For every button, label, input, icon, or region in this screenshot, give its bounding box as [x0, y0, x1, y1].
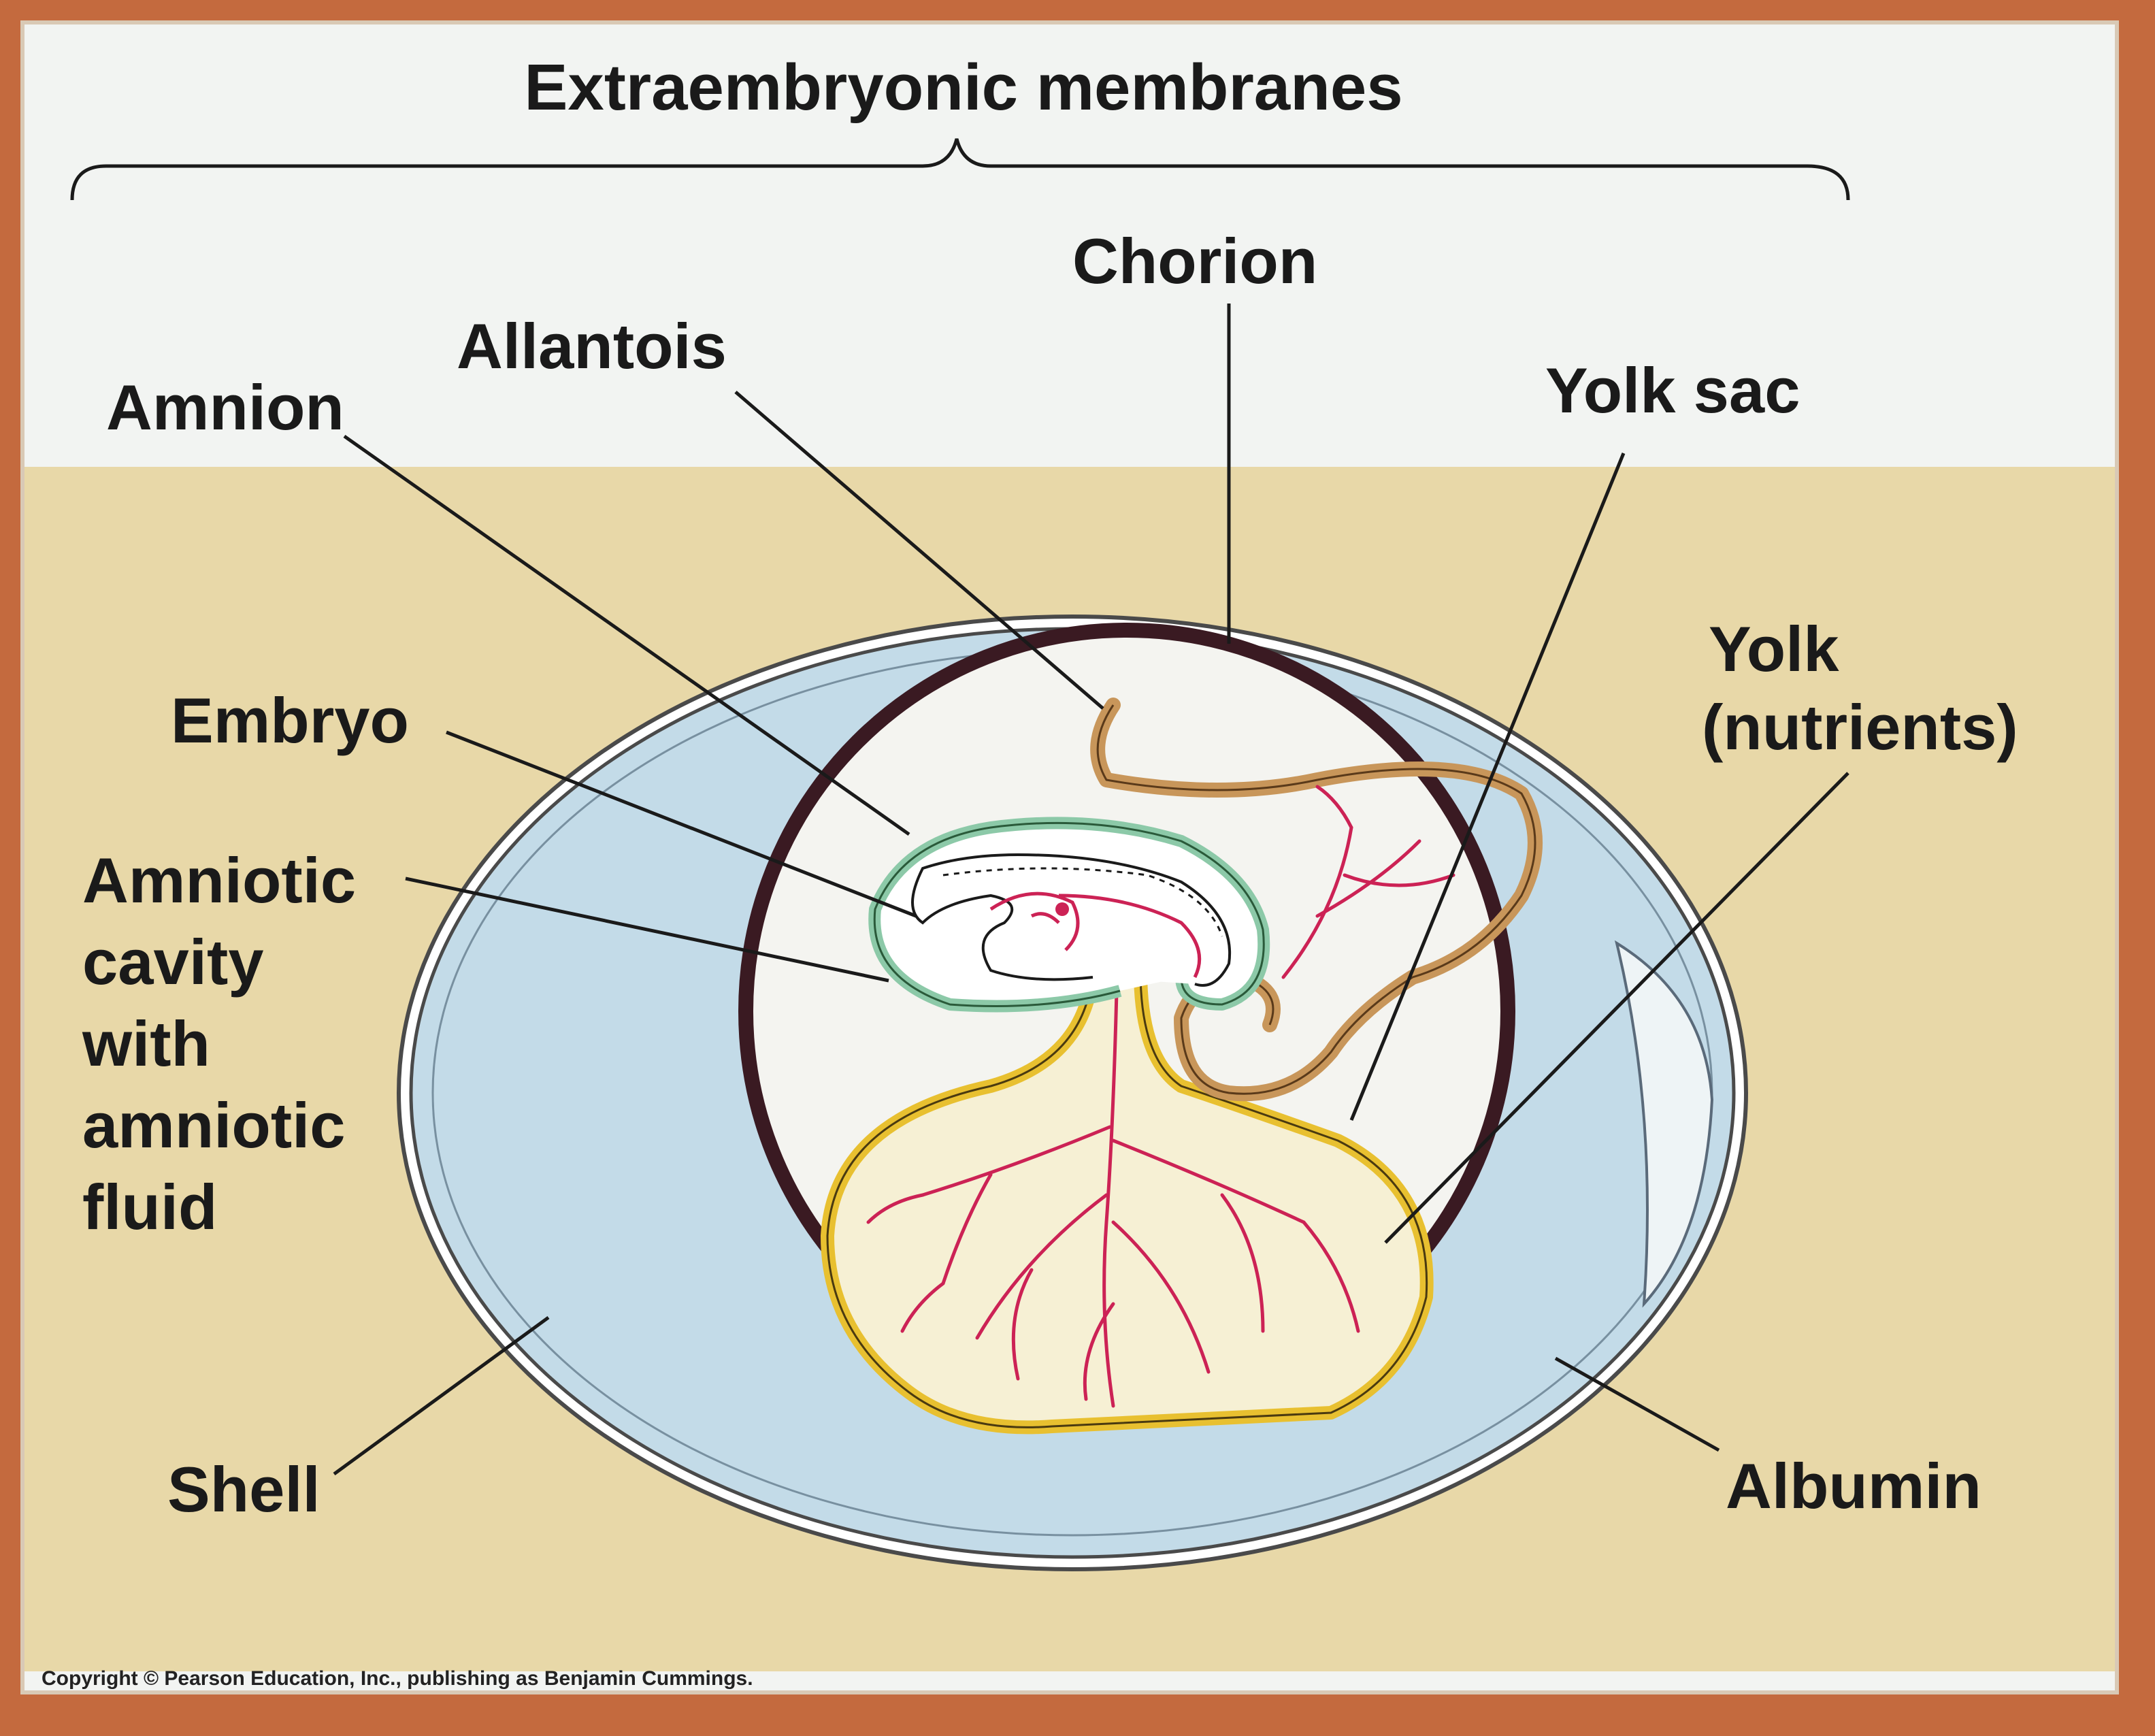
- label-amniotic-cavity-2: cavity: [82, 926, 264, 998]
- diagram-frame: Extraembryonic membranes: [20, 20, 2119, 1694]
- label-chorion: Chorion: [1072, 225, 1317, 297]
- leader-lines: [333, 304, 1849, 1476]
- label-shell: Shell: [167, 1454, 320, 1525]
- yolk-sac: [821, 964, 1434, 1435]
- air-cell: [1614, 940, 1714, 1308]
- label-amniotic-cavity-3: with: [82, 1008, 210, 1079]
- label-albumin: Albumin: [1726, 1450, 1981, 1522]
- yolk-vessels: [866, 989, 1360, 1408]
- embryo: [911, 853, 1232, 987]
- label-amniotic-cavity-1: Amniotic: [82, 845, 356, 916]
- egg-diagram: Extraembryonic membranes: [42, 51, 2018, 1690]
- diagram-title: Extraembryonic membranes: [524, 51, 1402, 124]
- copyright-notice: Copyright © Pearson Education, Inc., pub…: [42, 1667, 753, 1690]
- label-amnion: Amnion: [106, 372, 344, 443]
- allantois-vessels: [1281, 785, 1455, 979]
- label-yolk-sac: Yolk sac: [1545, 355, 1800, 426]
- label-yolk-line2: (nutrients): [1702, 691, 2018, 763]
- label-embryo: Embryo: [171, 685, 409, 756]
- allantois: [1090, 698, 1543, 1102]
- label-yolk-line1: Yolk: [1709, 613, 1839, 685]
- label-allantois: Allantois: [457, 310, 727, 382]
- label-amniotic-cavity-4: amniotic: [82, 1090, 346, 1161]
- label-amniotic-cavity-5: fluid: [82, 1171, 217, 1243]
- extraembryonic-brace: [70, 138, 1850, 201]
